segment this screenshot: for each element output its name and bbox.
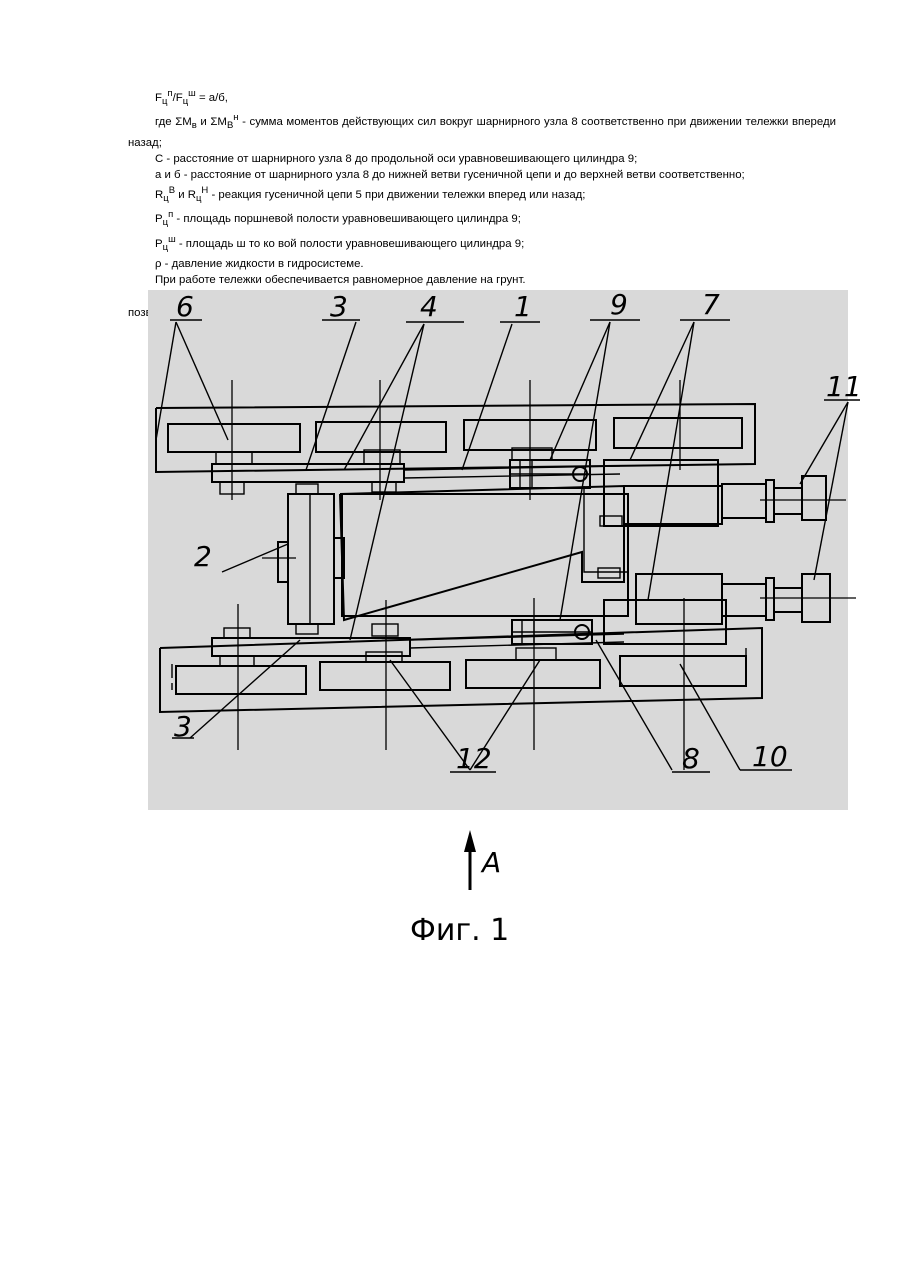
label-2: 2 [194, 540, 212, 573]
label-10: 10 [752, 740, 788, 773]
figure-caption: Фиг. 1 [410, 913, 509, 948]
view-arrow-label: А [480, 846, 501, 879]
label-3-bottom: 3 [174, 710, 192, 743]
label-4: 4 [420, 290, 438, 323]
label-8: 8 [682, 742, 700, 775]
label-1: 1 [514, 290, 532, 323]
label-12: 12 [456, 742, 492, 775]
view-arrow: А [464, 830, 501, 890]
label-9: 9 [610, 288, 628, 321]
label-3-top: 3 [330, 290, 348, 323]
label-6: 6 [176, 290, 194, 323]
label-7: 7 [702, 288, 720, 321]
label-11: 11 [826, 370, 862, 403]
scan-background [148, 290, 848, 810]
